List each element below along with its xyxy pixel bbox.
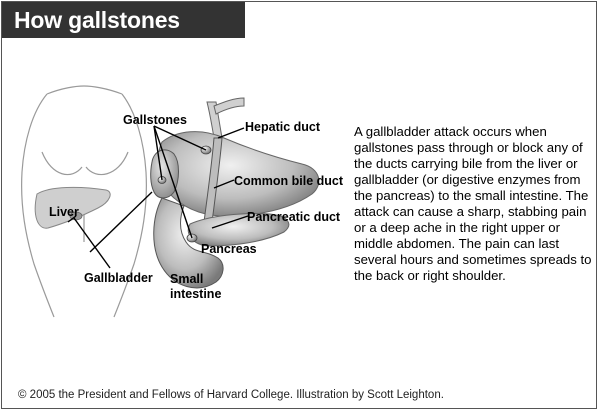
copyright-credit: © 2005 the President and Fellows of Harv… xyxy=(18,389,444,401)
label-common-bile-duct: Common bile duct xyxy=(234,174,344,188)
hepatic-duct-shape xyxy=(206,97,245,139)
label-pancreatic-duct: Pancreatic duct xyxy=(247,210,341,224)
label-small-intestine-line1: Small xyxy=(170,272,204,286)
liver-organ-shape xyxy=(157,131,320,217)
label-pancreas: Pancreas xyxy=(201,242,257,256)
description-text: A gallbladder attack occurs when gallsto… xyxy=(354,124,592,283)
label-gallstones: Gallstones xyxy=(123,113,187,127)
label-liver: Liver xyxy=(49,205,79,219)
label-hepatic-duct: Hepatic duct xyxy=(245,120,321,134)
anatomy-illustration xyxy=(21,85,320,318)
pancreas-shape xyxy=(187,213,290,247)
label-small-intestine-line2: intestine xyxy=(170,287,222,301)
figure-title: How gallstones attack xyxy=(2,2,245,69)
leader-lines xyxy=(67,125,249,269)
small-intestine-shape xyxy=(153,197,224,289)
liver-shape xyxy=(34,186,111,229)
label-gallbladder: Gallbladder xyxy=(84,271,153,285)
gallbladder-shape xyxy=(150,149,179,199)
